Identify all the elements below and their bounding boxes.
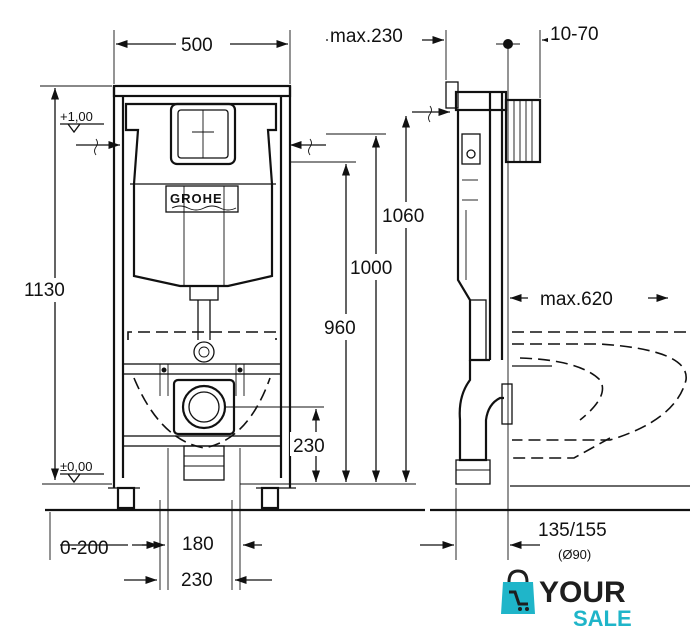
dim-height-960: 960 (324, 318, 356, 339)
frame-top-rail (112, 84, 292, 98)
dim-drain-height: 230 (293, 436, 325, 457)
flush-plate (169, 102, 237, 166)
dim-bowl-reach: max.620 (540, 289, 613, 310)
logo-word-sale: SALE (573, 606, 632, 630)
bracket-upper (122, 363, 282, 375)
dim-wall-offset: 10-70 (550, 24, 599, 45)
shopping-bag-icon (501, 569, 535, 614)
brand-plate-text: GROHE (170, 191, 223, 206)
dim-height-1060: 1060 (382, 206, 424, 227)
frame-foot-right (260, 486, 280, 510)
dim-max-depth: max.230 (330, 26, 403, 47)
frame-foot-left (116, 486, 136, 510)
logo-word-your: YOUR (539, 576, 626, 609)
brand-plate (165, 185, 239, 213)
bracket-lower (122, 435, 282, 447)
cistern (124, 102, 278, 288)
dim-feet-adjust: 0-200 (60, 538, 109, 559)
front-view: GROHE 500 (22, 30, 436, 591)
drain-outlet (183, 445, 225, 481)
dim-height-frame: 1130 (24, 280, 65, 301)
dim-height-1000: 1000 (350, 258, 392, 279)
dim-pipe-diameter: (Ø90) (558, 547, 591, 562)
dim-frame-width: 500 (181, 35, 213, 56)
level-top: +1,00 (60, 109, 93, 124)
level-zero: ±0,00 (60, 459, 92, 474)
side-view: max.230 10-70 max.620 135/155 (Ø90) (326, 22, 690, 562)
wall-flange (504, 98, 542, 164)
dim-drain-spacing: 180 (182, 534, 214, 555)
dim-pipe-offset: 135/155 (538, 520, 607, 541)
yoursale-logo: YOUR SALE (501, 569, 632, 630)
dim-fix-spacing: 230 (181, 570, 213, 591)
flush-pipe-connector (193, 341, 215, 363)
